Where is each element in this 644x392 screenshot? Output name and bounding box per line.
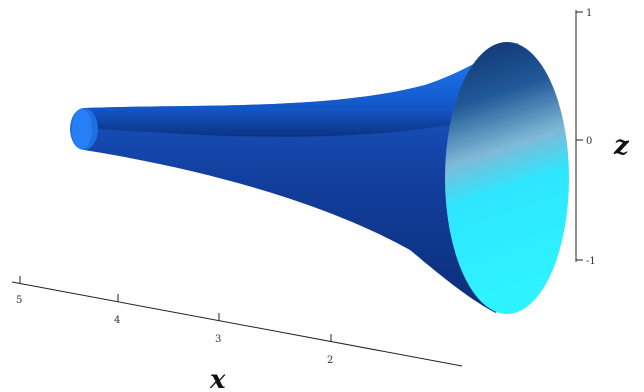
x-tick-label-5: 5 xyxy=(16,295,22,306)
x-tick-label-2: 2 xyxy=(327,355,333,366)
x-tick-label-3: 3 xyxy=(215,334,221,345)
horn-highlight xyxy=(84,43,518,137)
x-axis-title: x xyxy=(209,365,226,392)
horn-surface xyxy=(70,42,569,314)
z-axis: 1 0 -1 z xyxy=(575,8,630,267)
z-tick-label-0: 0 xyxy=(586,136,592,147)
z-axis-title: z xyxy=(613,131,630,161)
z-tick-label-neg1: -1 xyxy=(586,256,596,267)
horn-narrow-end-rim xyxy=(72,109,92,149)
z-tick-label-1: 1 xyxy=(586,8,592,19)
x-axis: 5 4 3 2 x xyxy=(11,276,463,392)
horn-mouth xyxy=(445,42,569,314)
x-axis-line xyxy=(11,281,463,367)
x-tick-label-4: 4 xyxy=(114,315,120,326)
